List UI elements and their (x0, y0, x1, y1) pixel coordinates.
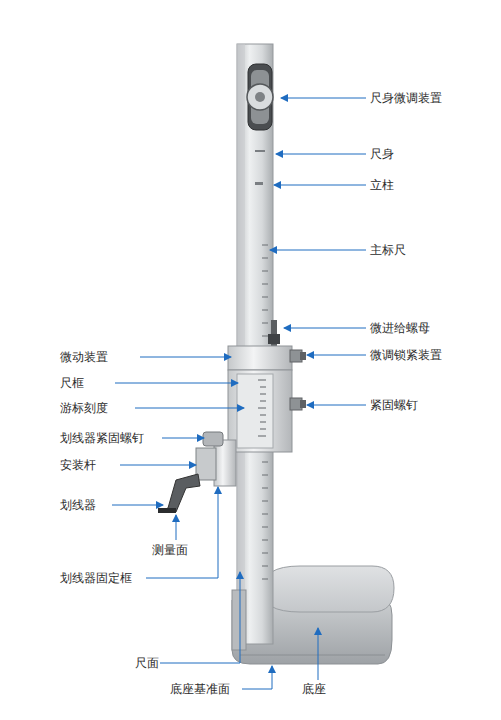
mounting-rod (196, 448, 216, 480)
part-label: 尺身 (370, 147, 394, 161)
fine-adjust-hub (255, 92, 265, 102)
column-face (237, 44, 245, 644)
part-label: 划线器 (60, 498, 96, 512)
column (237, 44, 273, 644)
scriber-holder (214, 440, 236, 486)
scale-marks (255, 150, 265, 185)
fine-feed-nut (268, 334, 280, 344)
part-label: 微调锁紧装置 (370, 348, 442, 362)
base-edge (240, 655, 385, 656)
fine-adjust-frame (228, 346, 292, 370)
fine-adjust-housing (248, 64, 272, 130)
slider-frame (228, 370, 292, 452)
part-label: 微进给螺母 (370, 321, 430, 335)
part-label: 安装杆 (60, 458, 96, 472)
part-label: 尺面 (135, 656, 159, 670)
vernier-ticks (258, 380, 266, 436)
part-label: 底座 (302, 682, 326, 696)
part-label: 立柱 (370, 178, 394, 192)
leader-lines (112, 98, 366, 689)
base-top (262, 566, 394, 612)
part-label: 底座基准面 (170, 682, 230, 696)
measuring-face (158, 508, 176, 513)
part-label: 尺框 (60, 376, 84, 390)
clamp-screw-head (300, 400, 306, 408)
part-label: 主标尺 (370, 243, 406, 257)
part-label: 尺身微调装置 (370, 91, 442, 105)
fine-adjust-knob (247, 84, 273, 110)
part-label: 划线器固定框 (60, 571, 132, 585)
part-label: 划线器紧固螺钉 (60, 431, 144, 445)
scriber-screw (203, 432, 223, 446)
column-foot (232, 590, 246, 650)
part-label: 紧固螺钉 (370, 398, 418, 412)
lock-screw-head (300, 352, 306, 360)
part-label: 测量面 (152, 543, 188, 557)
scriber (160, 474, 200, 512)
part-label: 游标刻度 (60, 401, 108, 415)
vernier-window (237, 374, 273, 448)
part-label: 微动装置 (60, 350, 108, 364)
